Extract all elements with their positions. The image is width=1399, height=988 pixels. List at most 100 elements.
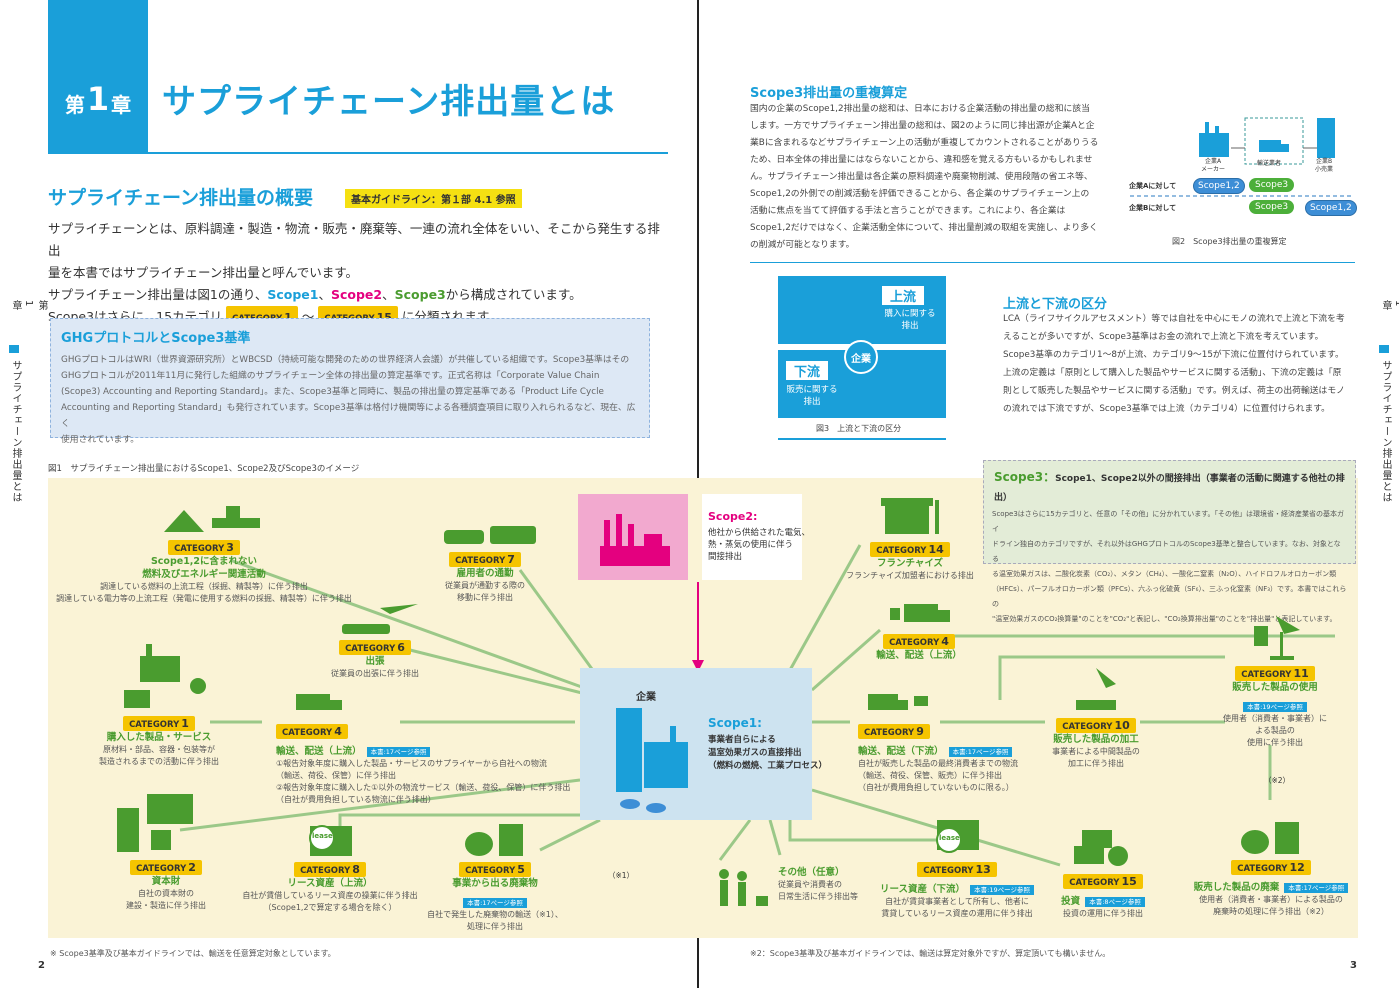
fig2-caption: 図2 Scope3排出量の重複算定 <box>1172 237 1287 246</box>
ghg-line: 使用されています。 <box>61 435 140 445</box>
fig2-chip-s12-b: Scope1,2 <box>1305 200 1357 216</box>
category-3-name: Scope1,2に含まれない 燃料及びエネルギー関連活動 <box>142 556 266 580</box>
ghg-title: GHGプロトコルとScope3基準 <box>61 331 251 346</box>
category-4-ref: 本書:17ページ参照 <box>366 747 431 757</box>
sep-2: 、 <box>382 287 395 302</box>
flow-line <box>768 819 782 856</box>
category-13-desc: 自社が賃貸事業者として所有し、他者に 賃貸しているリース資産の運用に伴う排出 <box>881 897 1033 918</box>
dup-line: ん。サプライチェーン排出量は各企業の原料調達や廃棄物削減、使用段階の省エネ等、 <box>750 172 1093 182</box>
lease-text: lease <box>939 834 960 842</box>
category-13-ref: 本書:19ページ参照 <box>970 885 1034 895</box>
badge-num: 2 <box>188 861 196 874</box>
badge-num: 4 <box>334 725 342 738</box>
scope2-text-panel <box>702 494 802 580</box>
category-4-right-name: 輸送、配送（上流） <box>876 650 962 661</box>
upstream-sub: 購入に関する 排出 <box>884 309 936 331</box>
badge-num: 3 <box>226 541 234 554</box>
category-2-name: 資本財 <box>151 876 181 887</box>
badge-num: 10 <box>1114 719 1130 732</box>
company-scope1-box: 企業 Scope1: 事業者自らによる 温室効果ガスの直接排出 （燃料の燃焼、工… <box>580 668 827 820</box>
category-11-name: 販売した製品の使用 <box>1232 682 1318 693</box>
badge-label: CATEGORY <box>1062 722 1113 732</box>
footnote-left: ※ Scope3基準及び基本ガイドラインでは、輸送を任意算定対象としています。 <box>50 949 336 958</box>
downstream-label: 下流 <box>786 361 829 380</box>
badge-label: CATEGORY <box>345 644 396 654</box>
category-12-ref: 本書:17ページ参照 <box>1284 883 1349 893</box>
fig2-company-b: 企業B 小売業 <box>1315 158 1334 173</box>
badge-num: 4 <box>941 635 949 648</box>
scope1-inline: Scope1 <box>267 287 319 302</box>
ghg-line: Accounting and Reporting Standard」も発行されて… <box>61 403 636 429</box>
category-14-desc: フランチャイズ加盟者における排出 <box>846 571 974 580</box>
page-number-left: 2 <box>38 960 45 971</box>
fig2-carrier: 輸送業者 <box>1257 160 1282 167</box>
category-13-name: リース資産（下流） <box>880 884 966 895</box>
scope2-arrowhead <box>692 660 704 672</box>
badge-num: 11 <box>1293 667 1309 680</box>
category-8-desc: 自社が賃借しているリース資産の操業に伴う排出 （Scope1,2で算定する場合を… <box>242 891 418 912</box>
plane-train-icon <box>342 604 418 634</box>
flow-line <box>409 648 591 697</box>
fig3-center-company: 企業 <box>844 340 878 374</box>
scope2-desc: 他社から供給された電気、 熱・蒸気の使用に伴う 間接排出 <box>708 528 811 562</box>
category-4-desc: ①報告対象年度に購入した製品・サービスのサプライヤーから自社への物流 （輸送、荷… <box>276 759 571 804</box>
mining-ship-icon <box>164 506 260 532</box>
category-9-ref: 本書:17ページ参照 <box>948 747 1013 757</box>
chapter-suffix: 章 <box>111 93 132 117</box>
scope3-heading-a: Scope3： <box>994 470 1056 484</box>
flow-line <box>179 778 581 832</box>
badge-label: CATEGORY <box>300 866 351 876</box>
car-bus-icon <box>444 526 536 544</box>
category-5-name: 事業から出る廃棄物 <box>452 878 538 889</box>
category-2-desc: 自社の資本財の 建設・製造に伴う排出 <box>126 889 206 910</box>
factory-icon <box>1199 122 1229 157</box>
scope1-label: Scope1: <box>708 716 762 730</box>
badge-num: 12 <box>1289 861 1305 874</box>
badge-num: 6 <box>397 641 405 654</box>
lease-icon: lease <box>300 812 360 858</box>
updown-title: 上流と下流の区分 <box>1003 297 1108 312</box>
scope3-heading: Scope3：Scope1、Scope2以外の間接排出（事業者の活動に関連する他… <box>984 461 1355 507</box>
chapter-number: 1 <box>86 80 110 118</box>
scope3-line: "温室効果ガスのCO₂換算量"のことを"CO₂"と表記し、"CO₂換算排出量"の… <box>992 615 1337 623</box>
chapter-title: サプライチェーン排出量とは <box>162 82 616 122</box>
dup-line: の削減が可能となります。 <box>750 240 855 250</box>
dup-line: 業Bに含まれるなどサプライチェーン上の活動が重複してカウントされることがありうる <box>750 138 1099 148</box>
category-7-name: 雇用者の通勤 <box>456 568 514 579</box>
store-icon <box>881 498 939 534</box>
chapter-divider <box>48 152 668 154</box>
badge-label: CATEGORY <box>129 720 180 730</box>
fig1-caption: 図1 サプライチェーン排出量におけるScope1、Scope2及びScope3の… <box>48 464 360 474</box>
scope3-line: Scope3はさらに15カテゴリと、任意の「その他」に分かれています。「その他」… <box>992 510 1344 533</box>
family-icon <box>719 869 768 906</box>
flow-line <box>788 820 950 842</box>
fig2-row-b: 企業Bに対して <box>1129 204 1177 212</box>
category-15-ref: 本書:8ページ参照 <box>1085 897 1145 907</box>
category-8-name: リース資産（上流） <box>287 878 373 889</box>
note-2: （※2） <box>1264 776 1291 785</box>
fig2-chip-s12-a: Scope1,2 <box>1193 178 1245 194</box>
badge-label: CATEGORY <box>1241 670 1292 680</box>
power-plant-icon <box>600 514 670 566</box>
truck-cart-icon <box>868 694 928 710</box>
category-1-name: 購入した製品・サービス <box>106 732 212 743</box>
updown-line: LCA（ライフサイクルアセスメント）等では自社を中心にモノの流れで上流と下流を考 <box>1003 314 1345 324</box>
scope2-label: Scope2: <box>708 510 758 523</box>
badge-num: 8 <box>352 863 360 876</box>
category-10-name: 販売した製品の加工 <box>1053 734 1139 745</box>
overview-title: サプライチェーン排出量の概要 <box>48 187 314 209</box>
chapter-prefix: 第 <box>64 93 85 117</box>
